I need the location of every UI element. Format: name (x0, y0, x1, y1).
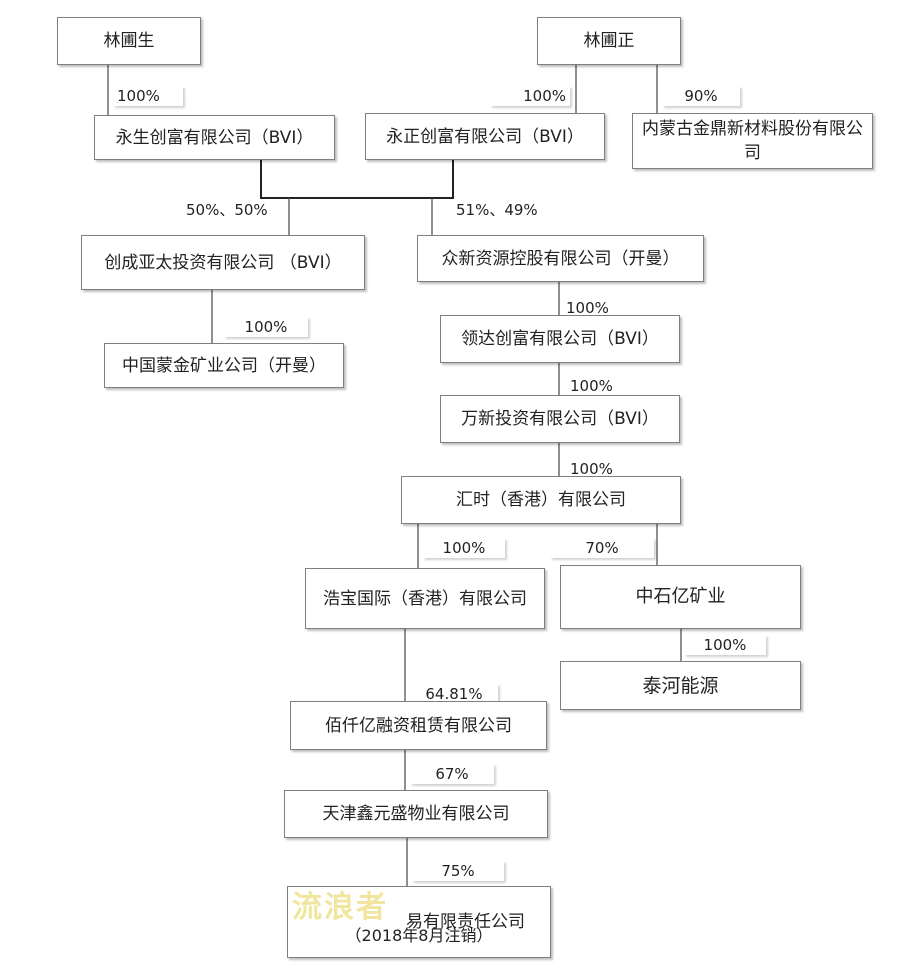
node-label: 永生创富有限公司（BVI） (115, 127, 314, 148)
pct-label: 100% (224, 317, 308, 337)
node-label: 林圃生 (103, 31, 155, 51)
node-tianjin: 天津鑫元盛物业有限公司 (284, 790, 548, 838)
pct-label: 67% (410, 764, 494, 784)
node-lin-shengzheng: 林圃正 (537, 17, 681, 65)
pct-label: 100% (566, 376, 630, 396)
node-label: 佰仟亿融资租赁有限公司 (325, 715, 512, 736)
pct-label: 70% (550, 538, 654, 558)
node-lin-shengsheng: 林圃生 (57, 17, 201, 65)
node-yongzheng: 永正创富有限公司（BVI） (365, 113, 605, 160)
node-haobao: 浩宝国际（香港）有限公司 (305, 568, 545, 629)
node-neimenggu: 内蒙古金鼎新材料股份有限公司 (632, 113, 873, 169)
joint-bracket (260, 160, 454, 199)
pct-label: 100% (423, 538, 505, 558)
node-last-company-note: （2018年8月注销） (345, 926, 493, 945)
node-chuangcheng: 创成亚太投资有限公司 （BVI） (81, 235, 365, 290)
pct-label: 50%、50% (182, 200, 286, 220)
pct-label: 100% (113, 86, 183, 106)
node-taihe: 泰河能源 (560, 661, 801, 710)
node-zhongxin: 众新资源控股有限公司（开曼） (417, 235, 704, 282)
node-label: 天津鑫元盛物业有限公司 (322, 804, 510, 824)
pct-label: 64.81% (410, 684, 498, 704)
node-label: 内蒙古金鼎新材料股份有限公司 (642, 119, 863, 163)
node-label: 易有限责任公司 (406, 912, 525, 932)
node-label: 浩宝国际（香港）有限公司 (323, 588, 527, 609)
node-label: 中国蒙金矿业公司（开曼） (122, 355, 326, 376)
node-label: 泰河能源 (642, 674, 719, 697)
node-zhongshiyi: 中石亿矿业 (560, 565, 801, 629)
pct-label: 90% (662, 86, 740, 106)
pct-label: 100% (684, 635, 766, 655)
node-label: 永正创富有限公司（BVI） (386, 126, 584, 147)
node-wanxin: 万新投资有限公司（BVI） (440, 395, 680, 443)
node-huishi: 汇时（香港）有限公司 (401, 476, 681, 524)
node-yongsheng: 永生创富有限公司（BVI） (94, 115, 335, 160)
node-last-company: 易有限责任公司 (287, 886, 551, 958)
node-lingda: 领达创富有限公司（BVI） (440, 315, 680, 363)
node-label: 创成亚太投资有限公司 （BVI） (104, 252, 342, 273)
pct-label: 100% (562, 298, 626, 318)
node-label: 中石亿矿业 (635, 586, 726, 607)
pct-label: 51%、49% (452, 200, 556, 220)
node-baiqianyi: 佰仟亿融资租赁有限公司 (290, 701, 547, 750)
node-zhongguo-mengjin: 中国蒙金矿业公司（开曼） (104, 343, 344, 388)
node-label: 万新投资有限公司（BVI） (461, 409, 659, 429)
node-label: 林圃正 (583, 31, 635, 51)
node-label: 领达创富有限公司（BVI） (461, 329, 659, 349)
pct-label: 100% (566, 459, 630, 479)
node-label: 众新资源控股有限公司（开曼） (441, 248, 680, 269)
pct-label: 75% (412, 861, 504, 881)
node-label: 汇时（香港）有限公司 (456, 490, 626, 510)
pct-label: 100% (490, 86, 570, 106)
